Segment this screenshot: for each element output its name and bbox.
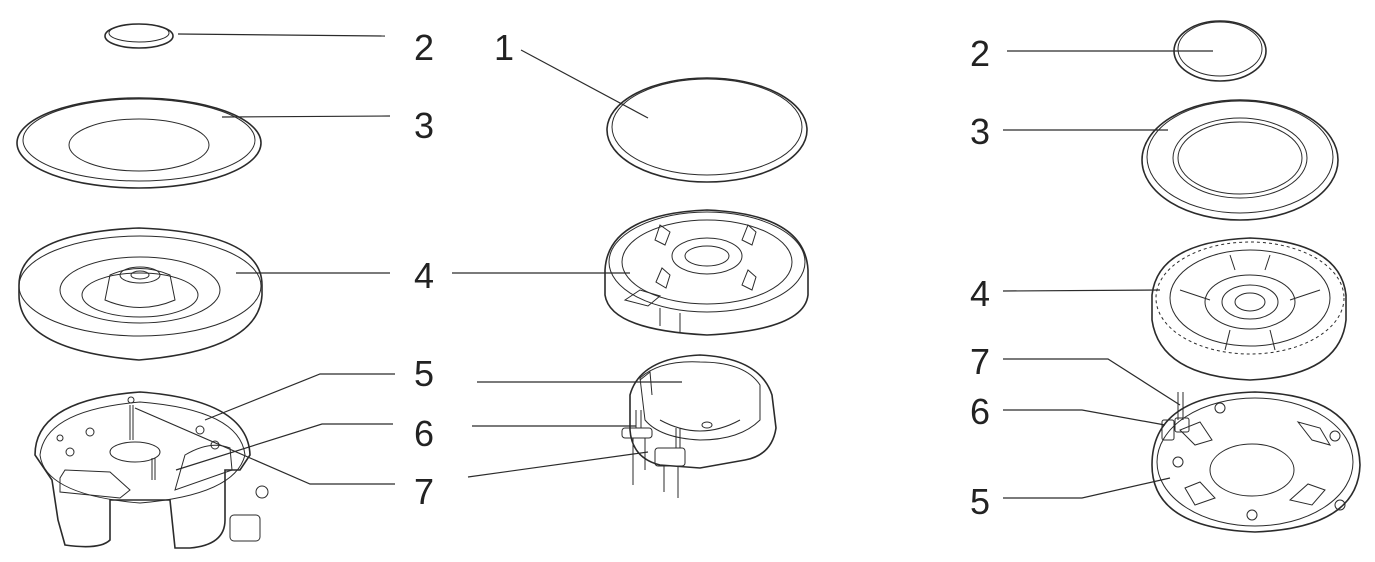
right-burner-crown xyxy=(1151,237,1347,381)
callout-middle-1: 1 xyxy=(494,27,515,68)
callout-left-7: 7 xyxy=(414,471,435,512)
callout-right-4: 4 xyxy=(970,273,991,314)
left-assembly xyxy=(16,23,395,549)
callout-right-6: 6 xyxy=(970,391,991,432)
right-burner-base xyxy=(1151,391,1361,533)
callout-left-2: 2 xyxy=(414,27,435,68)
middle-leader-lines xyxy=(452,49,682,478)
right-flame-ring xyxy=(1141,99,1339,221)
left-burner-cap-small xyxy=(104,23,174,49)
right-leader-lines xyxy=(1002,50,1213,499)
left-burner-body xyxy=(18,227,263,361)
left-flame-ring xyxy=(16,97,262,189)
middle-burner-base xyxy=(621,354,777,498)
callout-right-7: 7 xyxy=(970,341,991,382)
callout-left-6: 6 xyxy=(414,413,435,454)
callout-left-3: 3 xyxy=(414,105,435,146)
left-leader-lines xyxy=(134,33,395,485)
middle-burner-cap xyxy=(606,77,808,183)
middle-assembly xyxy=(452,49,809,498)
callout-right-2: 2 xyxy=(970,33,991,74)
callout-right-5: 5 xyxy=(970,481,991,522)
middle-burner-head xyxy=(604,209,809,336)
callout-right-3: 3 xyxy=(970,111,991,152)
right-assembly xyxy=(1002,20,1361,533)
left-burner-base xyxy=(34,391,269,549)
callout-left-4: 4 xyxy=(414,255,435,296)
callout-left-5: 5 xyxy=(414,353,435,394)
